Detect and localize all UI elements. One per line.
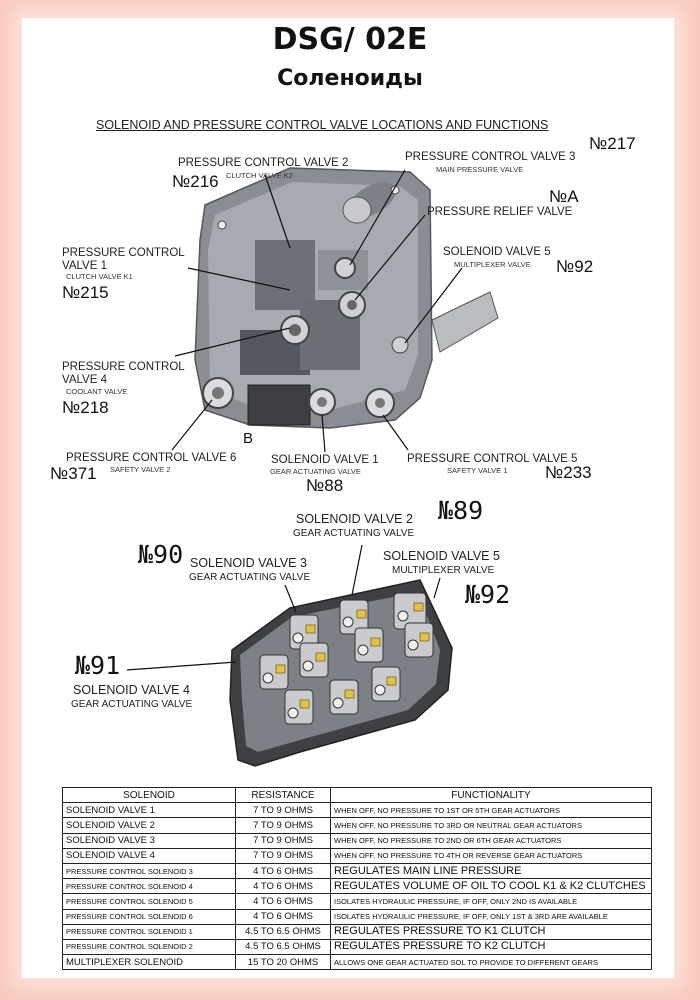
cell-solenoid: MULTIPLEXER SOLENOID [62, 954, 236, 971]
number-91: №91 [75, 651, 121, 680]
section-heading: SOLENOID AND PRESSURE CONTROL VALVE LOCA… [96, 118, 549, 132]
label-pcv2-sub: CLUTCH VALVE K2 [226, 171, 293, 180]
table-row: PRESSURE CONTROL SOLENOID 6 4 TO 6 OHMS … [62, 908, 652, 925]
page-title: DSG/ 02E [272, 22, 428, 57]
cell-resistance: 15 TO 20 OHMS [235, 954, 331, 971]
cell-function: REGULATES MAIN LINE PRESSURE [330, 862, 652, 880]
number-217: №217 [589, 134, 636, 153]
table-row: SOLENOID VALVE 1 7 TO 9 OHMS WHEN OFF, N… [62, 802, 652, 819]
cell-resistance: 4 TO 6 OHMS [235, 878, 331, 895]
number-88: №88 [306, 476, 344, 495]
label-pcv1-sub: CLUTCH VALVE K1 [66, 272, 133, 281]
column-header-resistance: RESISTANCE [235, 786, 331, 804]
number-92-bottom: №92 [465, 580, 511, 609]
label-pcv1-b: VALVE 1 [62, 260, 107, 272]
label-pcv6: PRESSURE CONTROL VALVE 6 [66, 452, 237, 464]
label-sv4: SOLENOID VALVE 4 [73, 683, 190, 697]
cell-solenoid: SOLENOID VALVE 1 [62, 802, 236, 819]
cell-function: ALLOWS ONE GEAR ACTUATED SOL TO PROVIDE … [330, 954, 652, 971]
number-90: №90 [138, 540, 184, 569]
cell-solenoid: PRESSURE CONTROL SOLENOID 1 [62, 923, 236, 940]
cell-solenoid: PRESSURE CONTROL SOLENOID 4 [62, 878, 236, 895]
label-sv3-sub: GEAR ACTUATING VALVE [189, 572, 311, 583]
cell-resistance: 7 TO 9 OHMS [235, 847, 331, 864]
table-header-row: SOLENOID RESISTANCE FUNCTIONALITY [62, 786, 652, 804]
label-pcv5: PRESSURE CONTROL VALVE 5 [407, 453, 578, 465]
column-header-solenoid: SOLENOID [62, 786, 236, 804]
label-pcv4-b: VALVE 4 [62, 374, 107, 386]
cell-resistance: 7 TO 9 OHMS [235, 817, 331, 834]
cell-function: REGULATES PRESSURE TO K1 CLUTCH [330, 923, 652, 940]
label-sv4-sub: GEAR ACTUATING VALVE [71, 699, 193, 710]
table-row: SOLENOID VALVE 4 7 TO 9 OHMS WHEN OFF, N… [62, 847, 652, 864]
cell-solenoid: SOLENOID VALVE 3 [62, 832, 236, 849]
label-pcv2: PRESSURE CONTROL VALVE 2 [178, 157, 349, 169]
column-header-functionality: FUNCTIONALITY [330, 786, 652, 804]
cell-function: ISOLATES HYDRAULIC PRESSURE, IF OFF, ONL… [330, 893, 652, 910]
label-pcv3-sub: MAIN PRESSURE VALVE [436, 165, 524, 174]
number-218: №218 [62, 398, 109, 417]
table-row: SOLENOID VALVE 2 7 TO 9 OHMS WHEN OFF, N… [62, 817, 652, 834]
table-row: PRESSURE CONTROL SOLENOID 2 4.5 TO 6.5 O… [62, 938, 652, 956]
number-92-top: №92 [556, 257, 594, 276]
table-row: PRESSURE CONTROL SOLENOID 1 4.5 TO 6.5 O… [62, 923, 652, 940]
cell-solenoid: PRESSURE CONTROL SOLENOID 5 [62, 893, 236, 910]
solenoid-spec-table: SOLENOID RESISTANCE FUNCTIONALITY SOLENO… [62, 786, 652, 971]
cell-function: WHEN OFF, NO PRESSURE TO 4TH OR REVERSE … [330, 847, 652, 864]
table-row: PRESSURE CONTROL SOLENOID 4 4 TO 6 OHMS … [62, 878, 652, 895]
cell-solenoid: SOLENOID VALVE 2 [62, 817, 236, 834]
label-b: B [243, 430, 254, 447]
table-row: PRESSURE CONTROL SOLENOID 3 4 TO 6 OHMS … [62, 862, 652, 880]
cell-solenoid: PRESSURE CONTROL SOLENOID 3 [62, 862, 236, 880]
table-row: MULTIPLEXER SOLENOID 15 TO 20 OHMS ALLOW… [62, 954, 652, 971]
number-371: №371 [50, 464, 97, 483]
number-216: №216 [172, 172, 219, 191]
label-sv5-bottom: SOLENOID VALVE 5 [383, 549, 500, 563]
cell-function: REGULATES VOLUME OF OIL TO COOL K1 & K2 … [330, 878, 652, 895]
cell-solenoid: SOLENOID VALVE 4 [62, 847, 236, 864]
cell-function: REGULATES PRESSURE TO K2 CLUTCH [330, 938, 652, 956]
table-row: SOLENOID VALVE 3 7 TO 9 OHMS WHEN OFF, N… [62, 832, 652, 849]
label-sv5-top: SOLENOID VALVE 5 [443, 246, 551, 258]
label-sv5-bottom-sub: MULTIPLEXER VALVE [392, 565, 495, 576]
label-pcv3: PRESSURE CONTROL VALVE 3 [405, 151, 576, 163]
cell-resistance: 4.5 TO 6.5 OHMS [235, 938, 331, 956]
cell-resistance: 7 TO 9 OHMS [235, 802, 331, 819]
label-pcv6-sub: SAFETY VALVE 2 [110, 465, 171, 474]
cell-resistance: 4 TO 6 OHMS [235, 893, 331, 910]
label-pcv4-sub: COOLANT VALVE [66, 387, 128, 396]
label-sv1: SOLENOID VALVE 1 [271, 454, 379, 466]
cell-function: ISOLATES HYDRAULIC PRESSURE, IF OFF, ONL… [330, 908, 652, 925]
label-pcv1-a: PRESSURE CONTROL [62, 247, 185, 259]
cell-function: WHEN OFF, NO PRESSURE TO 3RD OR NEUTRAL … [330, 817, 652, 834]
number-a: №A [549, 187, 579, 206]
number-215: №215 [62, 283, 109, 302]
cell-resistance: 4 TO 6 OHMS [235, 908, 331, 925]
cell-function: WHEN OFF, NO PRESSURE TO 1ST OR 5TH GEAR… [330, 802, 652, 819]
label-sv5-top-sub: MULTIPLEXER VALVE [454, 260, 531, 269]
cell-resistance: 4.5 TO 6.5 OHMS [235, 923, 331, 940]
label-sv1-sub: GEAR ACTUATING VALVE [270, 467, 361, 476]
label-relief: PRESSURE RELIEF VALVE [427, 206, 573, 218]
table-row: PRESSURE CONTROL SOLENOID 5 4 TO 6 OHMS … [62, 893, 652, 910]
number-89: №89 [438, 496, 484, 525]
cell-resistance: 4 TO 6 OHMS [235, 862, 331, 880]
number-233: №233 [545, 463, 592, 482]
label-sv3: SOLENOID VALVE 3 [190, 556, 307, 570]
page-subtitle: Соленоиды [277, 66, 423, 91]
cell-function: WHEN OFF, NO PRESSURE TO 2ND OR 6TH GEAR… [330, 832, 652, 849]
label-sv2: SOLENOID VALVE 2 [296, 512, 413, 526]
cell-resistance: 7 TO 9 OHMS [235, 832, 331, 849]
cell-solenoid: PRESSURE CONTROL SOLENOID 6 [62, 908, 236, 925]
label-sv2-sub: GEAR ACTUATING VALVE [293, 528, 415, 539]
label-pcv4-a: PRESSURE CONTROL [62, 361, 185, 373]
cell-solenoid: PRESSURE CONTROL SOLENOID 2 [62, 938, 236, 956]
label-pcv5-sub: SAFETY VALVE 1 [447, 466, 508, 475]
